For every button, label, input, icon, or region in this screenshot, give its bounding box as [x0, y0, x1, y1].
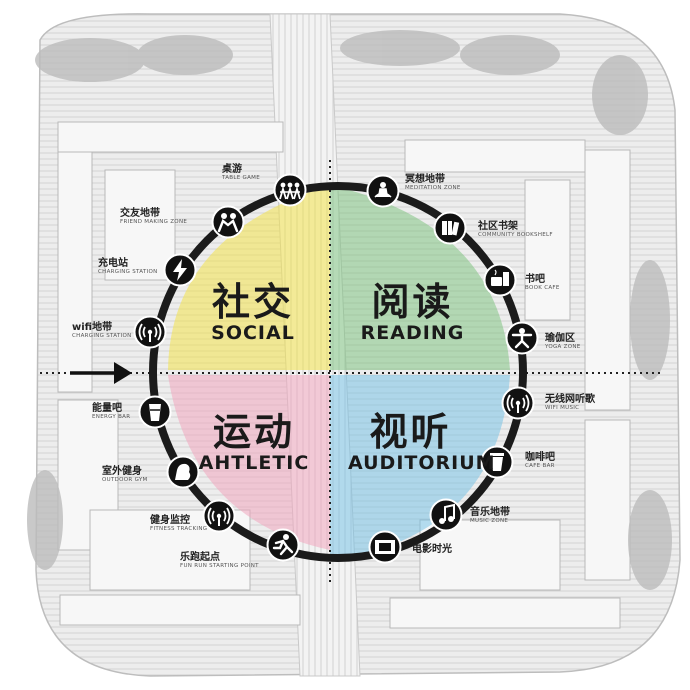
station-fun-run — [268, 530, 299, 561]
station-music-zone — [431, 500, 462, 531]
station-charging — [165, 255, 196, 286]
label-music-zone-en: MUSIC ZONE — [470, 518, 510, 524]
station-table-game — [275, 175, 306, 206]
label-friend-making-en: FRIEND MAKING ZONE — [120, 219, 187, 225]
label-charging-cn: 充电站 — [98, 258, 158, 269]
zone-athletic-cn: 运动 — [198, 412, 310, 452]
station-friend-making — [213, 207, 244, 238]
label-table-game: 桌游 TABLE GAME — [222, 164, 260, 181]
zone-social-en: SOCIAL — [198, 322, 308, 344]
label-meditation: 冥想地带 MEDITATION ZONE — [405, 174, 461, 191]
label-book-cafe-cn: 书吧 — [525, 274, 560, 285]
zone-reading-cn: 阅读 — [355, 282, 470, 322]
label-yoga-cn: 瑜伽区 — [545, 333, 581, 344]
station-meditation — [368, 176, 399, 207]
label-wifi-charging-en: CHARGING STATION — [72, 333, 132, 339]
label-charging: 充电站 CHARGING STATION — [98, 258, 158, 275]
label-energy-bar-en: ENERGY BAR — [92, 414, 130, 420]
label-cafe-bar: 咖啡吧 CAFE BAR — [525, 452, 555, 469]
zone-social: 社交 SOCIAL — [198, 282, 308, 344]
label-cafe-bar-en: CAFE BAR — [525, 463, 555, 469]
label-wifi-music-en: WIFI MUSIC — [545, 405, 595, 411]
station-fitness-tracking — [204, 501, 235, 532]
label-wifi-charging-cn: wifi地带 — [72, 322, 132, 333]
label-friend-making: 交友地带 FRIEND MAKING ZONE — [120, 208, 187, 225]
label-outdoor-gym-en: OUTDOOR GYM — [102, 477, 148, 483]
label-music-zone-cn: 音乐地带 — [470, 507, 510, 518]
station-energy-bar — [140, 397, 171, 428]
label-fitness-tracking-cn: 健身监控 — [150, 515, 207, 526]
label-fun-run-cn: 乐跑起点 — [180, 552, 259, 563]
label-table-game-en: TABLE GAME — [222, 175, 260, 181]
station-movie — [370, 532, 401, 563]
bookshelf-icon — [442, 221, 459, 235]
zone-auditorium-en: AUDITORIUM — [348, 452, 473, 474]
label-cafe-bar-cn: 咖啡吧 — [525, 452, 555, 463]
label-fun-run: 乐跑起点 FUN RUN STARTING POINT — [180, 552, 259, 569]
station-wifi-music — [503, 388, 534, 419]
label-fun-run-en: FUN RUN STARTING POINT — [180, 563, 259, 569]
station-wifi-charging — [135, 317, 166, 348]
label-community-bookshelf-en: COMMUNITY BOOKSHELF — [478, 232, 553, 238]
label-wifi-music-cn: 无线网听歌 — [545, 394, 595, 405]
zone-social-cn: 社交 — [198, 282, 308, 322]
station-friend-making-badge — [213, 207, 244, 238]
label-wifi-music: 无线网听歌 WIFI MUSIC — [545, 394, 595, 411]
label-energy-bar: 能量吧 ENERGY BAR — [92, 403, 130, 420]
label-table-game-cn: 桌游 — [222, 164, 260, 175]
label-music-zone: 音乐地带 MUSIC ZONE — [470, 507, 510, 524]
film-strip-icon — [375, 540, 395, 554]
zone-athletic: 运动 AHTLETIC — [198, 412, 310, 474]
station-fun-run-badge — [268, 530, 299, 561]
zone-athletic-en: AHTLETIC — [198, 452, 310, 474]
label-book-cafe-en: BOOK CAFE — [525, 285, 560, 291]
label-movie: 电影时光 — [412, 544, 452, 555]
label-fitness-tracking-en: FITNESS TRACKING — [150, 526, 207, 532]
label-yoga-en: YOGA ZONE — [545, 344, 581, 350]
label-fitness-tracking: 健身监控 FITNESS TRACKING — [150, 515, 207, 532]
label-community-bookshelf-cn: 社区书架 — [478, 221, 553, 232]
label-friend-making-cn: 交友地带 — [120, 208, 187, 219]
label-community-bookshelf: 社区书架 COMMUNITY BOOKSHELF — [478, 221, 553, 238]
zone-auditorium: 视听 AUDITORIUM — [348, 412, 473, 474]
label-movie-cn: 电影时光 — [412, 544, 452, 555]
label-wifi-charging: wifi地带 CHARGING STATION — [72, 322, 132, 339]
label-meditation-en: MEDITATION ZONE — [405, 185, 461, 191]
station-outdoor-gym — [168, 457, 199, 488]
label-energy-bar-cn: 能量吧 — [92, 403, 130, 414]
zone-reading: 阅读 READING — [355, 282, 470, 344]
station-book-cafe — [485, 265, 516, 296]
label-book-cafe: 书吧 BOOK CAFE — [525, 274, 560, 291]
zone-auditorium-cn: 视听 — [348, 412, 473, 452]
label-yoga: 瑜伽区 YOGA ZONE — [545, 333, 581, 350]
zone-reading-en: READING — [355, 322, 470, 344]
station-yoga — [507, 323, 538, 354]
station-community-bookshelf — [435, 213, 466, 244]
label-charging-en: CHARGING STATION — [98, 269, 158, 275]
cup-icon — [149, 404, 161, 421]
label-outdoor-gym-cn: 室外健身 — [102, 466, 148, 477]
label-meditation-cn: 冥想地带 — [405, 174, 461, 185]
label-outdoor-gym: 室外健身 OUTDOOR GYM — [102, 466, 148, 483]
